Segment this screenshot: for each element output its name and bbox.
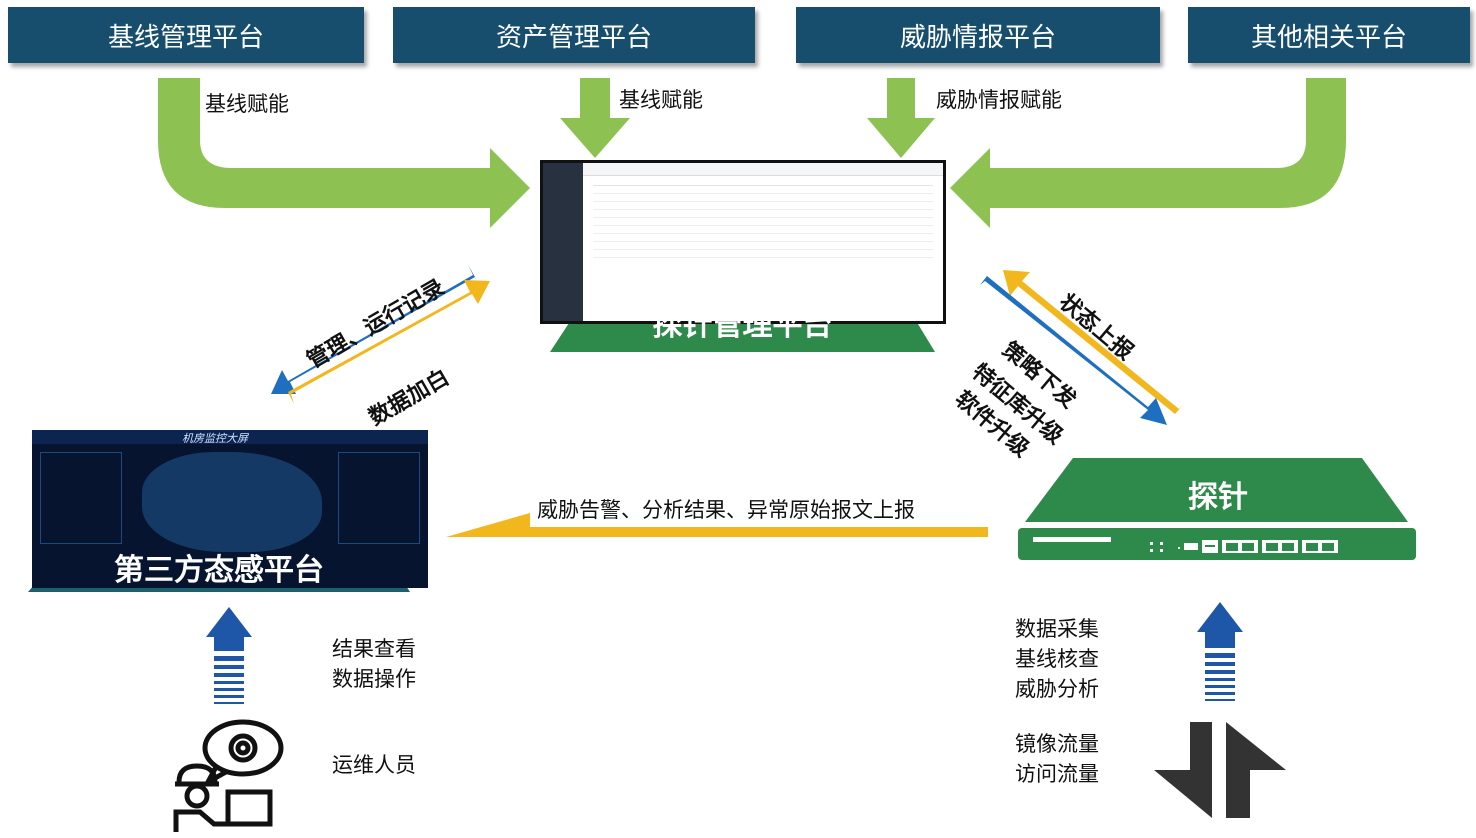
baseline-mgmt-platform-box: 基线管理平台 <box>8 7 364 63</box>
dashboard-map <box>142 452 322 552</box>
operator-icon <box>173 719 284 832</box>
asset-mgmt-platform-box: 资产管理平台 <box>393 7 755 63</box>
green-curve-arrow-left <box>158 78 530 228</box>
probe-label: 探针 <box>1188 480 1248 515</box>
threat-analysis-label: 威胁分析 <box>1015 677 1099 701</box>
other-platform-box: 其他相关平台 <box>1188 7 1470 63</box>
yellow-diagonal-arrow-right <box>1003 270 1183 414</box>
access-traffic-label: 访问流量 <box>1015 762 1099 786</box>
green-down-arrow-asset <box>560 78 630 158</box>
screenshot-table-lines <box>593 185 933 186</box>
data-operation-label: 数据操作 <box>332 667 416 691</box>
other-platform-label: 其他相关平台 <box>1250 22 1407 53</box>
third-party-platform-label: 第三方态感平台 <box>114 553 324 588</box>
dashboard-left-panel <box>40 452 122 544</box>
green-down-arrow-threat <box>867 78 935 158</box>
dashboard-header <box>32 430 428 444</box>
operator-up-arrow <box>206 607 252 704</box>
screenshot-sidebar <box>543 163 583 321</box>
dashboard-title: 机房监控大屏 <box>182 432 248 445</box>
probe-mgmt-screenshot <box>540 160 946 324</box>
traffic-inputs-label: 镜像流量 访问流量 <box>1015 729 1099 789</box>
blue-diagonal-arrow-left <box>271 265 475 394</box>
asset-mgmt-platform-label: 资产管理平台 <box>495 22 652 53</box>
result-view-label: 结果查看 <box>332 637 416 661</box>
threat-intel-platform-box: 威胁情报平台 <box>796 7 1160 63</box>
probe-device-port-holes <box>1205 543 1334 551</box>
baseline-empower-label-1: 基线赋能 <box>205 92 289 116</box>
baseline-empower-label-2: 基线赋能 <box>619 88 703 112</box>
dashboard-right-panel <box>338 452 420 544</box>
blue-diagonal-arrow-right <box>980 276 1167 425</box>
threat-intel-platform-label: 威胁情报平台 <box>899 22 1056 53</box>
probe-functions-label: 数据采集 基线核查 威胁分析 <box>1015 614 1099 704</box>
traffic-bidirectional-icon <box>1154 722 1286 818</box>
baseline-mgmt-platform-label: 基线管理平台 <box>107 22 264 53</box>
probe-mgmt-platform-label: 探针管理平台 <box>652 308 833 343</box>
third-party-dashboard-screenshot: 机房监控大屏 <box>32 430 428 588</box>
operator-role-label: 运维人员 <box>332 753 416 777</box>
alert-upload-label: 威胁告警、分析结果、异常原始报文上报 <box>537 498 915 522</box>
traffic-up-arrow <box>1197 602 1243 701</box>
probe-device-top <box>1025 458 1408 522</box>
yellow-diagonal-arrow-left <box>288 280 490 404</box>
screenshot-header <box>583 163 943 176</box>
operator-actions-label: 结果查看 数据操作 <box>332 634 416 694</box>
yellow-arrow-alert-upload <box>446 513 988 537</box>
green-curve-arrow-right <box>950 78 1346 228</box>
baseline-check-label: 基线核查 <box>1015 647 1099 671</box>
threat-intel-empower-label: 威胁情报赋能 <box>936 88 1062 112</box>
probe-device-led-bar <box>1033 537 1111 542</box>
data-collection-label: 数据采集 <box>1015 617 1099 641</box>
mirror-traffic-label: 镜像流量 <box>1015 732 1099 756</box>
